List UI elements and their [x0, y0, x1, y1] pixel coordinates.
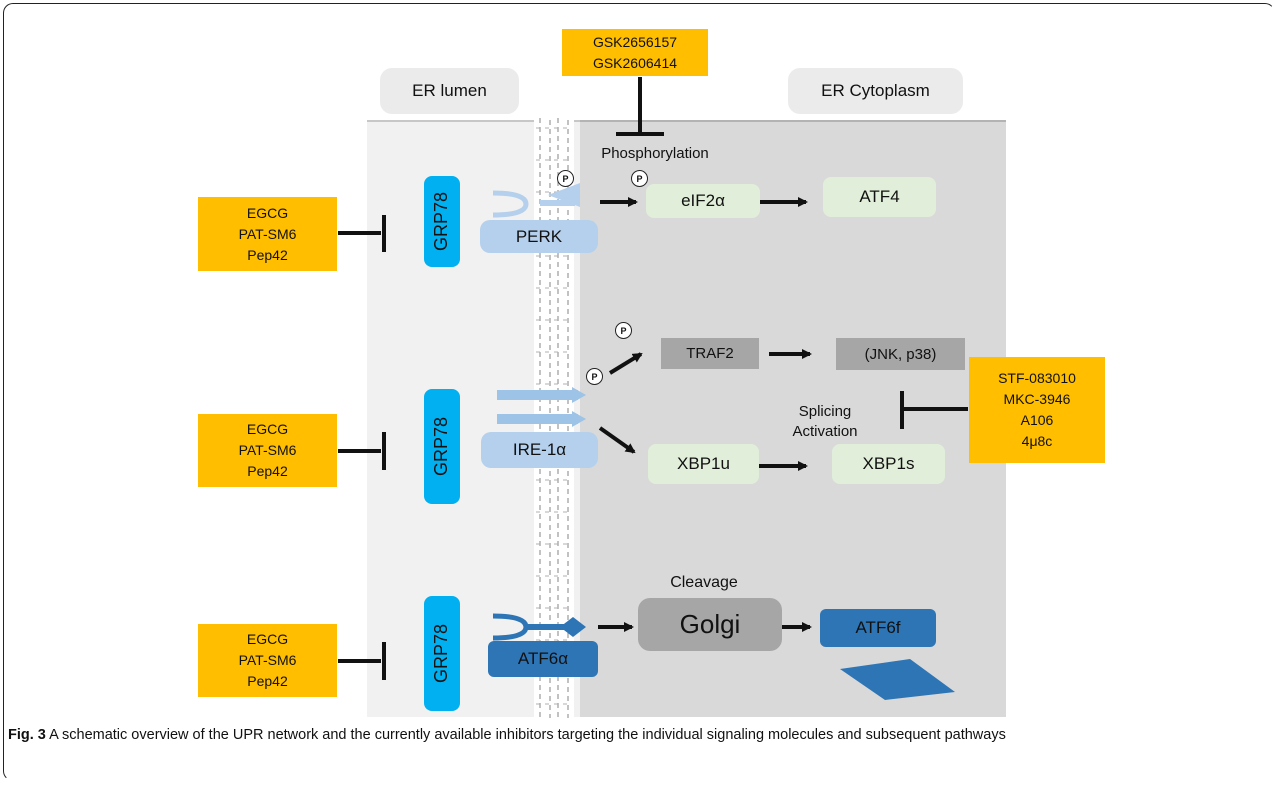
inhibitor-name: PAT-SM6 — [238, 225, 297, 242]
inhibitor-name: GSK2656157 — [592, 33, 678, 50]
caption-figure-number: Fig. 3 — [8, 727, 46, 743]
atf6a-node: ATF6α — [488, 641, 598, 677]
caption-text: A schematic overview of the UPR network … — [49, 727, 1006, 743]
jnk-p38-node: (JNK, p38) — [836, 338, 965, 370]
inhibitor-name: A106 — [1020, 412, 1054, 428]
inhibitor-name: EGCG — [246, 421, 289, 437]
atf6f-node: ATF6f — [820, 609, 936, 647]
activation-label: Activation — [792, 423, 858, 440]
atf4-node: ATF4 — [823, 177, 936, 217]
splicing-label: Splicing — [798, 403, 852, 420]
grp78-label: GRP78 — [431, 623, 452, 684]
inhibitor-name: GSK2606414 — [592, 54, 678, 71]
ire1a-node: IRE-1α — [481, 432, 598, 468]
cleavage-label: Cleavage — [670, 574, 738, 591]
er-lumen-label: ER lumen — [380, 68, 519, 114]
grp78-inhibitor-box-middle: EGCG PAT-SM6 Pep42 — [198, 414, 337, 487]
phospho-badge: P — [586, 368, 603, 385]
atf6-cleaved-fragment — [840, 659, 955, 700]
phospho-badge: P — [557, 170, 574, 187]
xbp1u-node: XBP1u — [648, 444, 759, 484]
grp78-inhibitor-box-bottom: EGCG PAT-SM6 Pep42 — [198, 624, 337, 697]
figure-frame — [3, 3, 1275, 781]
inhibitor-name: Pep42 — [247, 463, 288, 479]
inhibitor-name: EGCG — [246, 204, 289, 221]
grp78-inhibitor-box-top: EGCG PAT-SM6 Pep42 — [198, 197, 337, 271]
grp78-label: GRP78 — [431, 416, 452, 477]
inhibitor-name: PAT-SM6 — [238, 442, 297, 458]
inhibitor-name: Pep42 — [247, 673, 288, 689]
traf2-node: TRAF2 — [661, 338, 759, 369]
inhibitor-name: EGCG — [246, 631, 289, 647]
inhibitor-name: PAT-SM6 — [238, 652, 297, 668]
xbp1s-node: XBP1s — [832, 444, 945, 484]
perk-node: PERK — [480, 220, 598, 253]
inhibitor-name: STF-083010 — [998, 370, 1076, 386]
inhibitor-name: 4μ8c — [1021, 433, 1053, 449]
golgi-node: Golgi — [638, 598, 782, 651]
er-cytoplasm-label: ER Cytoplasm — [788, 68, 963, 114]
phosphorylation-label: Phosphorylation — [601, 145, 709, 162]
grp78-node-bottom: GRP78 — [424, 596, 460, 711]
grp78-node-middle: GRP78 — [424, 389, 460, 504]
figure-caption: Fig. 3 A schematic overview of the UPR n… — [8, 724, 1248, 746]
inhibitor-name: MKC-3946 — [1003, 391, 1071, 407]
grp78-label: GRP78 — [431, 191, 452, 252]
phospho-badge: P — [631, 170, 648, 187]
splicing-activation-label: Splicing Activation — [750, 402, 900, 442]
grp78-node-top: GRP78 — [424, 176, 460, 267]
perk-phosphorylation-inhibitor-box: GSK2656157 GSK2606414 — [562, 29, 708, 76]
inhibitor-name: Pep42 — [247, 246, 288, 263]
phospho-badge: P — [615, 322, 632, 339]
ire1-splicing-inhibitor-box: STF-083010 MKC-3946 A106 4μ8c — [969, 357, 1105, 463]
eif2a-node: eIF2α — [646, 184, 760, 218]
